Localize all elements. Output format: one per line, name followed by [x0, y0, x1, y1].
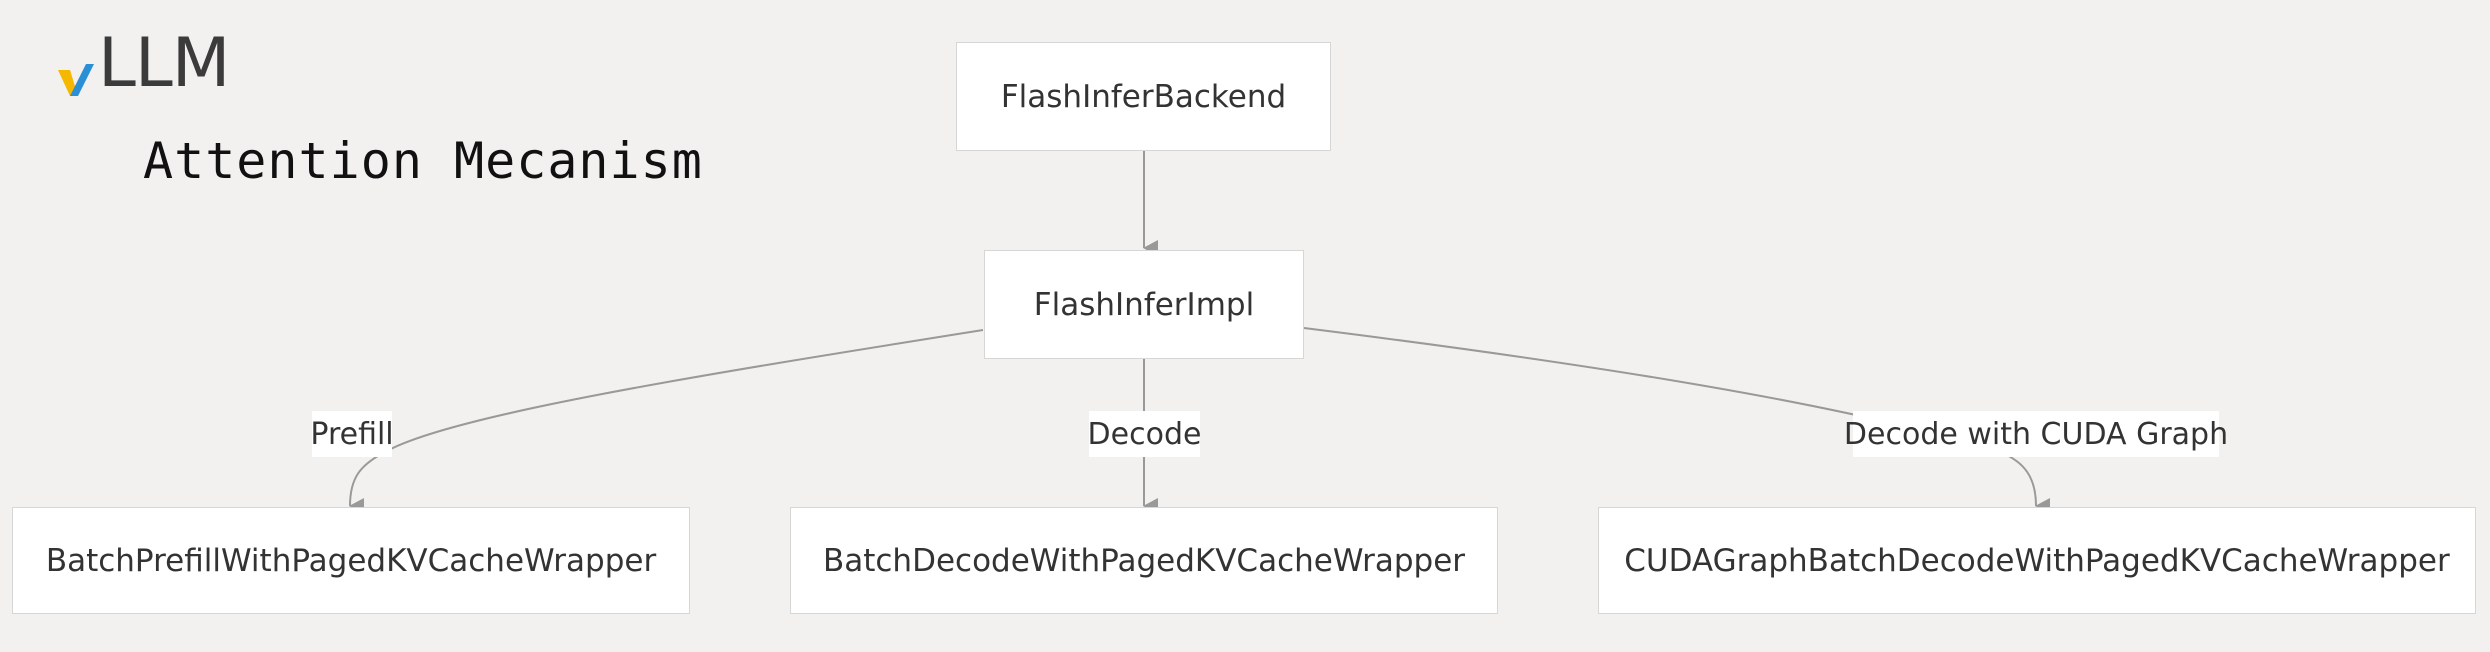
- node-cudagraph-batch-decode-wrapper: CUDAGraphBatchDecodeWithPagedKVCacheWrap…: [1598, 507, 2476, 614]
- vllm-logo: LLM: [56, 22, 230, 103]
- node-batch-prefill-wrapper: BatchPrefillWithPagedKVCacheWrapper: [12, 507, 690, 614]
- node-label: FlashInferImpl: [1033, 286, 1255, 323]
- node-batch-decode-wrapper: BatchDecodeWithPagedKVCacheWrapper: [790, 507, 1498, 614]
- vllm-logo-mark-icon: [58, 64, 94, 96]
- node-label: CUDAGraphBatchDecodeWithPagedKVCacheWrap…: [1624, 542, 2450, 579]
- logo-mark-yellow: [58, 70, 78, 96]
- logo-text: LLM: [98, 24, 230, 103]
- edge-impl-to-cuda: [1303, 327, 2051, 514]
- node-label: BatchPrefillWithPagedKVCacheWrapper: [45, 542, 657, 579]
- node-label: BatchDecodeWithPagedKVCacheWrapper: [822, 542, 1466, 579]
- edge-label-decode-with-cuda-graph: Decode with CUDA Graph: [1844, 411, 2228, 457]
- edge-label-prefill: Prefill: [310, 411, 394, 457]
- edge-label-decode: Decode: [1088, 411, 1201, 457]
- edge-impl-to-prefill: [349, 329, 984, 515]
- page-title: Attention Mecanism: [143, 132, 703, 190]
- node-flashinfer-impl: FlashInferImpl: [984, 250, 1304, 359]
- logo-mark-blue: [70, 64, 94, 96]
- node-flashinfer-backend: FlashInferBackend: [956, 42, 1331, 151]
- node-label: FlashInferBackend: [1000, 78, 1287, 115]
